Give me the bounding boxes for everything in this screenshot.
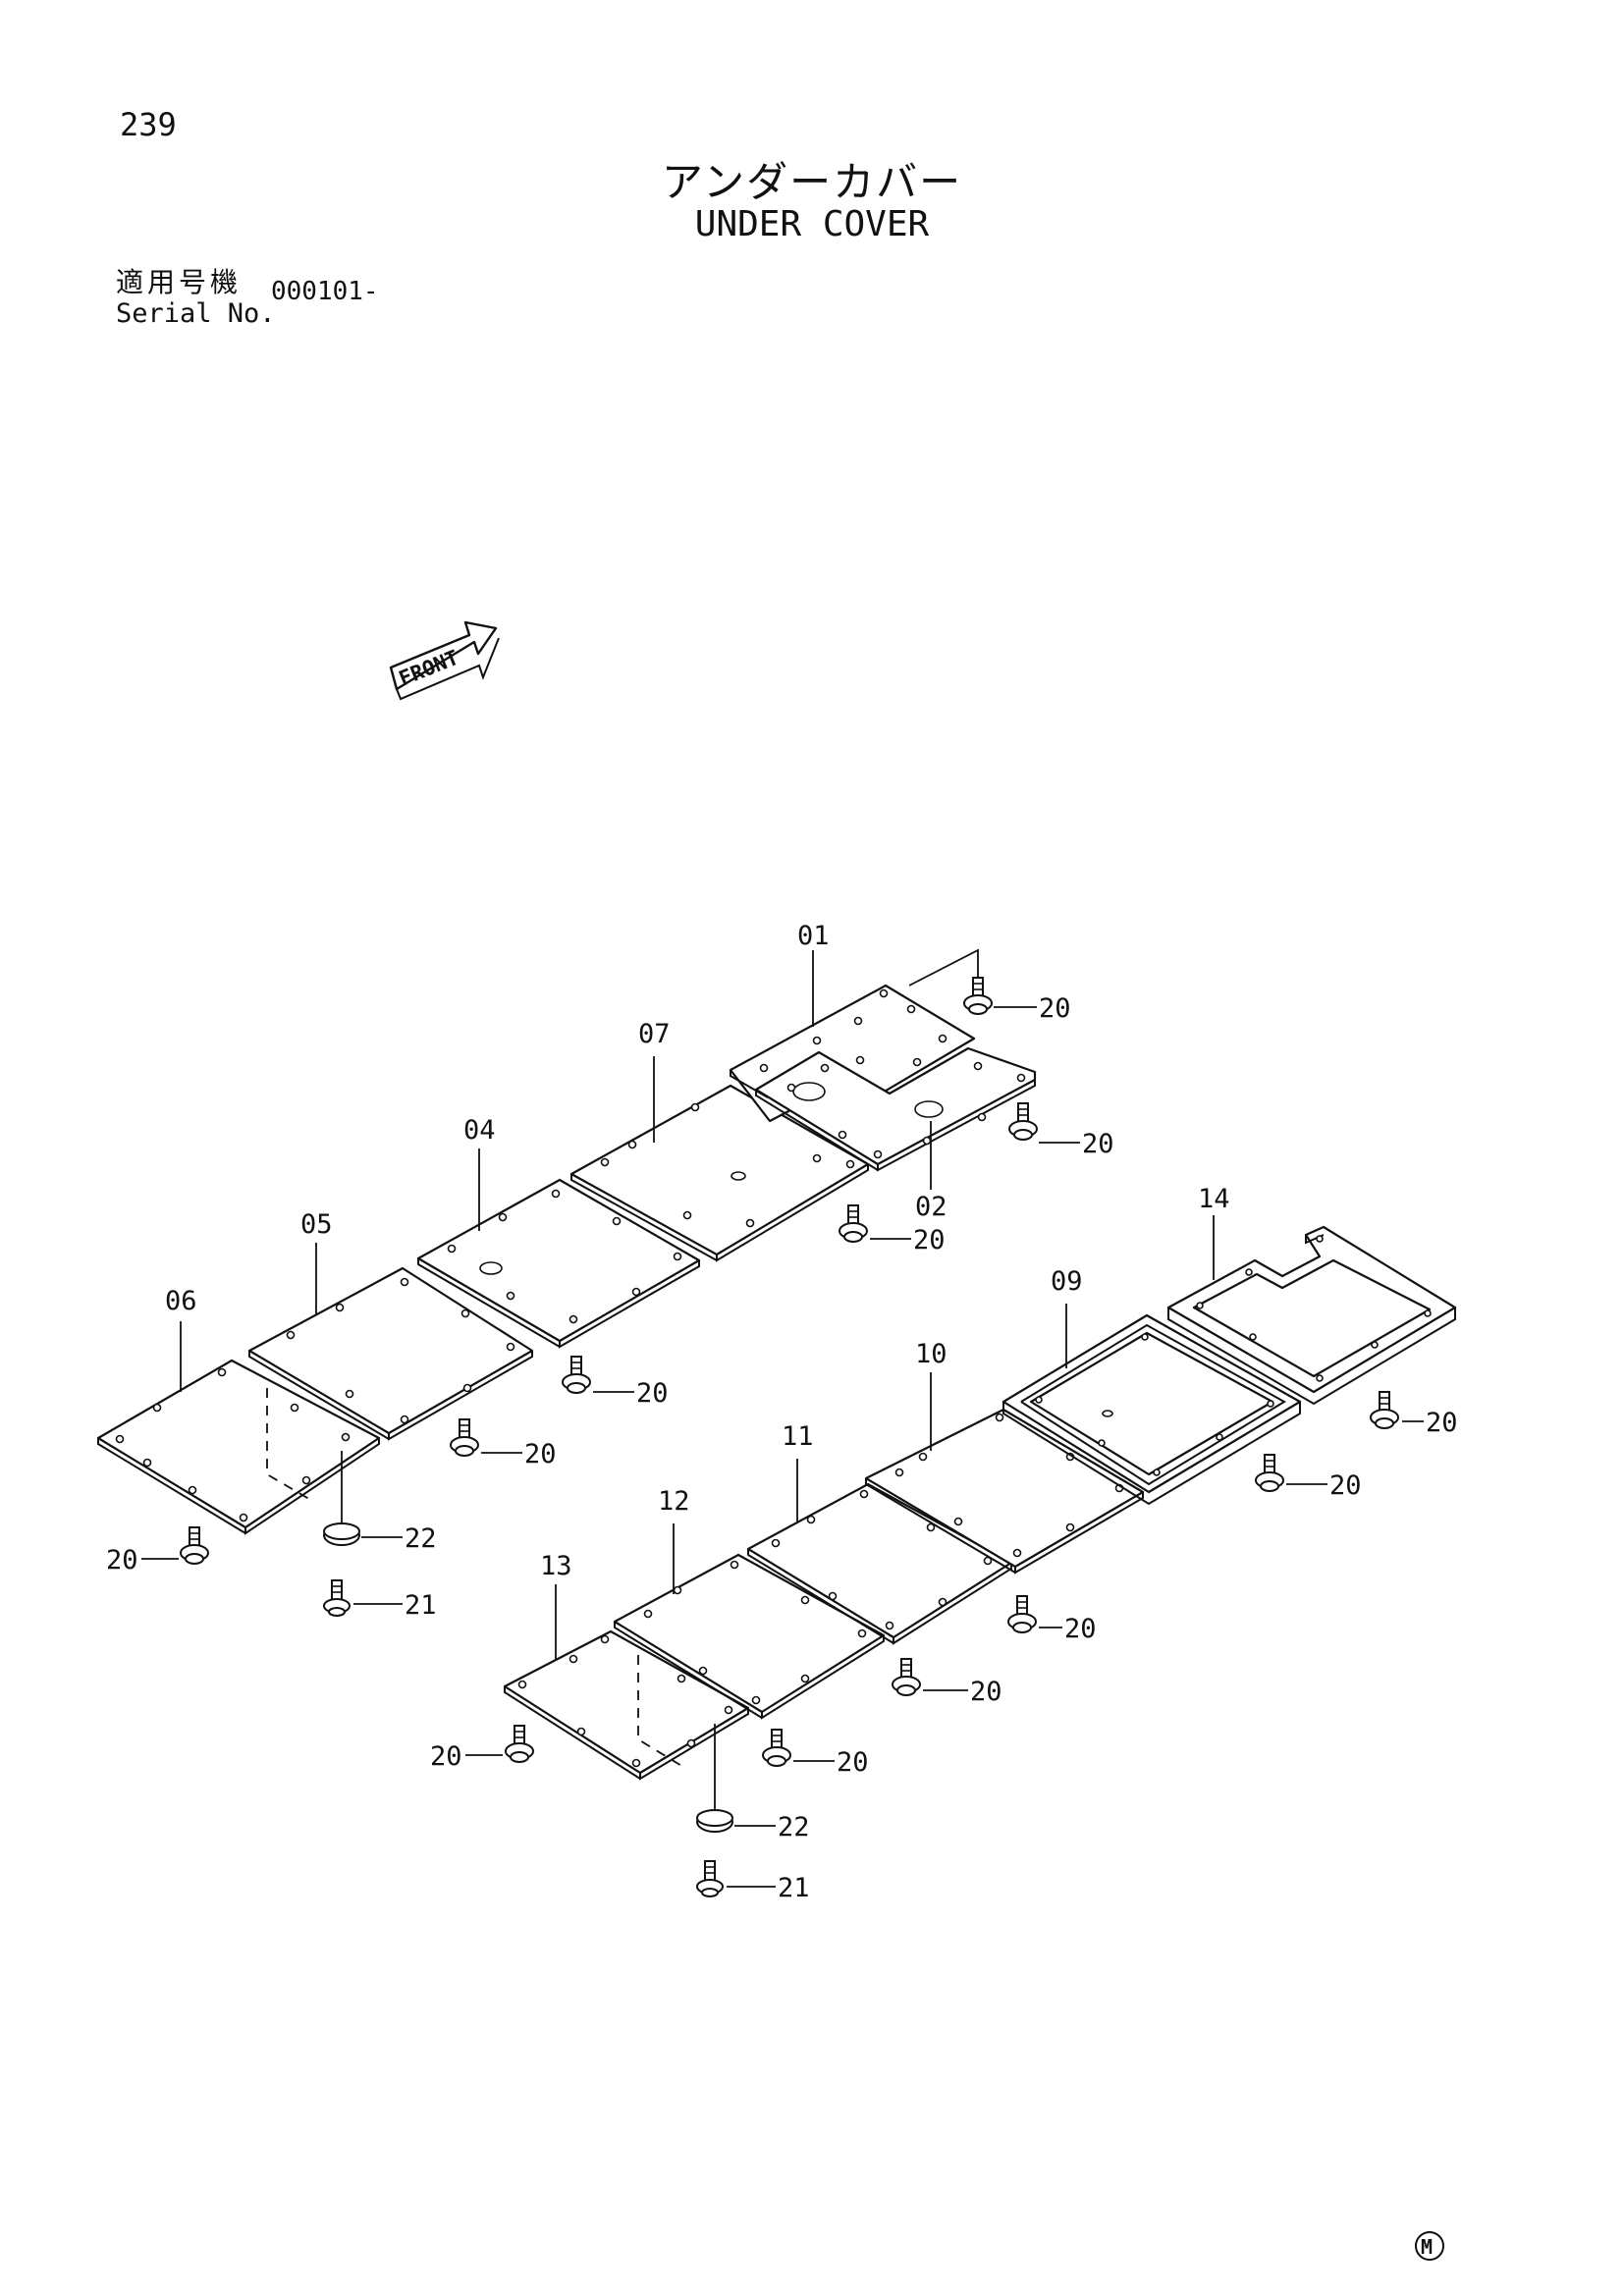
manufacturer-mark-letter: M [1421, 2235, 1433, 2259]
part-label-04: 04 [463, 1115, 496, 1146]
page-title-english: UNDER COVER [694, 204, 930, 244]
part-label-20: 20 [1426, 1408, 1458, 1438]
cover-plate-02 [754, 1046, 1037, 1172]
bolt-20: 20 [892, 1658, 1002, 1707]
page-title-japanese: アンダーカバー [661, 158, 963, 206]
serial-number-value: 000101- [271, 277, 379, 306]
bolt-20: 20 [106, 1526, 209, 1575]
washer-22: 22 [323, 1451, 437, 1554]
part-label-06: 06 [165, 1286, 197, 1316]
part-label-01: 01 [797, 921, 830, 951]
bolt-20: 20 [839, 1204, 946, 1255]
manufacturer-mark: M [1415, 2231, 1444, 2261]
cover-plate-13 [503, 1629, 750, 1781]
part-label-20: 20 [1329, 1470, 1362, 1501]
part-label-20: 20 [913, 1225, 946, 1255]
bolt-20: 20 [1008, 1102, 1114, 1159]
part-label-20: 20 [430, 1741, 462, 1772]
bolt-20: 20 [1370, 1391, 1458, 1438]
washer-22: 22 [696, 1724, 810, 1842]
part-label-02: 02 [915, 1192, 947, 1222]
part-label-14: 14 [1198, 1184, 1230, 1214]
part-label-10: 10 [915, 1339, 947, 1369]
cover-plate-04 [416, 1178, 701, 1349]
bolt-20: 20 [762, 1729, 869, 1778]
part-label-05: 05 [300, 1209, 333, 1240]
label-leaders [180, 950, 1215, 1659]
serial-label-english: Serial No. [116, 298, 276, 329]
bolt-20: 20 [562, 1356, 669, 1409]
part-label-11: 11 [782, 1421, 814, 1452]
part-label-12: 12 [658, 1486, 690, 1517]
part-label-20: 20 [636, 1378, 669, 1409]
cover-plate-06 [96, 1359, 381, 1535]
part-label-21: 21 [778, 1873, 810, 1903]
serial-label-japanese: 適用号機 [116, 266, 243, 298]
cover-plate-10 [864, 1408, 1145, 1575]
part-label-20: 20 [1064, 1614, 1097, 1644]
part-label-20: 20 [524, 1439, 557, 1469]
bolt-21: 21 [696, 1860, 810, 1903]
part-label-07: 07 [638, 1019, 671, 1049]
part-label-13: 13 [540, 1551, 572, 1581]
page-number: 239 [120, 106, 177, 143]
part-label-20: 20 [837, 1747, 869, 1778]
bolt-20: 20 [430, 1725, 534, 1772]
front-arrow-icon: FRONT [389, 620, 500, 701]
cover-frame-09 [1001, 1313, 1302, 1506]
cover-plate-05 [247, 1266, 534, 1441]
cover-frame-14 [1166, 1225, 1457, 1406]
part-label-20: 20 [1039, 993, 1071, 1024]
part-label-22: 22 [405, 1523, 437, 1554]
part-label-20: 20 [970, 1677, 1002, 1707]
part-label-09: 09 [1051, 1266, 1083, 1297]
cover-plate-12 [613, 1553, 886, 1720]
bolt-20: 20 [963, 977, 1071, 1024]
part-label-22: 22 [778, 1812, 810, 1842]
bolt-20: 20 [1007, 1595, 1097, 1644]
bolt-20: 20 [1255, 1454, 1362, 1501]
part-label-21: 21 [405, 1590, 437, 1621]
bolt-20: 20 [450, 1418, 557, 1469]
part-label-20: 20 [106, 1545, 138, 1575]
part-label-20: 20 [1082, 1129, 1114, 1159]
bolt-21: 21 [323, 1579, 437, 1621]
